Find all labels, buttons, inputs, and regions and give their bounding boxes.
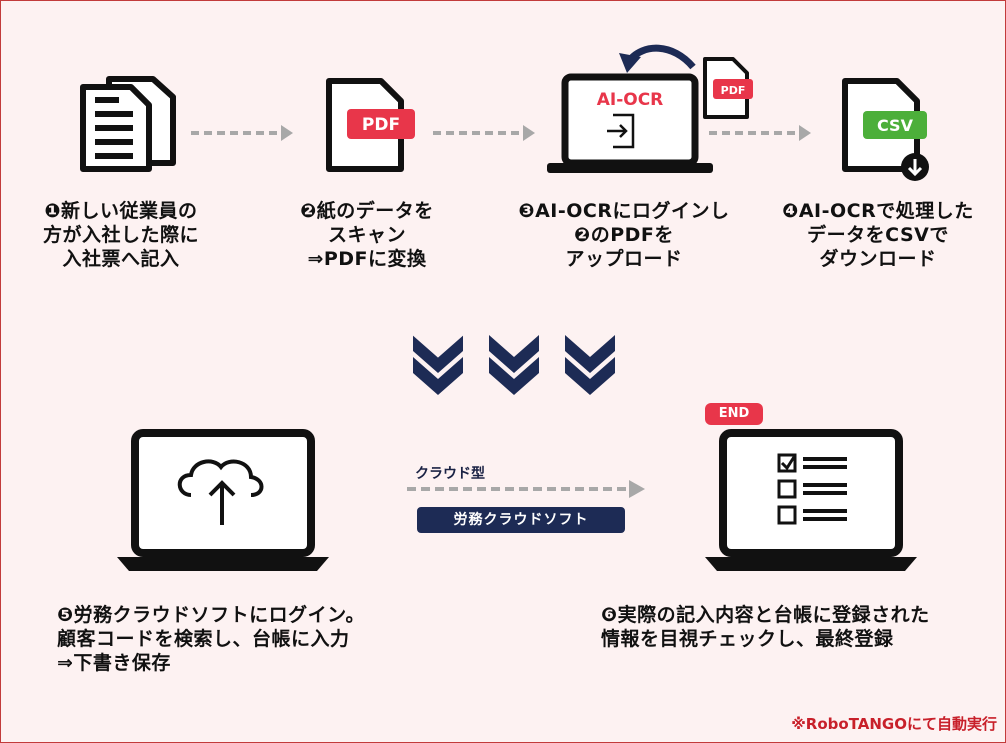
csv-file-icon: CSV <box>842 78 929 181</box>
step-5-label: ❺労務クラウドソフトにログイン。 顧客コードを検索し、台帳に入力 ⇒下書き保存 <box>57 604 365 674</box>
flow-arrow-3 <box>709 125 811 141</box>
step-6-label: ❻実際の記入内容と台帳に登録された 情報を目視チェックし、最終登録 <box>601 604 930 650</box>
step-3-label: ❸AI-OCRにログインし ❷のPDFを アップロード <box>518 200 730 270</box>
double-chevron-down-icon <box>489 335 539 395</box>
footnote: ※RoboTANGOにて自動実行 <box>791 715 997 733</box>
small-pdf-badge-text: PDF <box>721 84 746 97</box>
end-badge: END <box>705 403 763 425</box>
documents-icon <box>80 76 176 172</box>
laptop-checklist-icon <box>705 429 917 571</box>
step-1-label: ❶新しい従業員の 方が入社した際に 入社票へ記入 <box>42 200 199 270</box>
laptop-ai-ocr-icon: AI-OCR PDF <box>547 44 753 173</box>
double-chevron-down-icon <box>565 335 615 395</box>
step-4-label: ❹AI-OCRで処理した データをCSVで ダウンロード <box>782 200 974 270</box>
flow-arrow-5 <box>407 480 645 498</box>
flow-arrow-2 <box>433 125 535 141</box>
pdf-badge-text: PDF <box>362 115 400 135</box>
flow-arrow-1 <box>191 125 293 141</box>
laptop-cloud-upload-icon <box>117 429 329 571</box>
pdf-file-icon: PDF <box>326 78 415 172</box>
csv-badge-text: CSV <box>877 116 914 135</box>
step-2-label: ❷紙のデータを スキャン ⇒PDFに変換 <box>300 200 434 270</box>
double-chevron-down-icon <box>412 334 464 395</box>
labor-cloud-software-badge: 労務クラウドソフト <box>417 507 625 533</box>
ai-ocr-screen-text: AI-OCR <box>597 90 664 110</box>
cloud-type-label: クラウド型 <box>415 466 485 482</box>
